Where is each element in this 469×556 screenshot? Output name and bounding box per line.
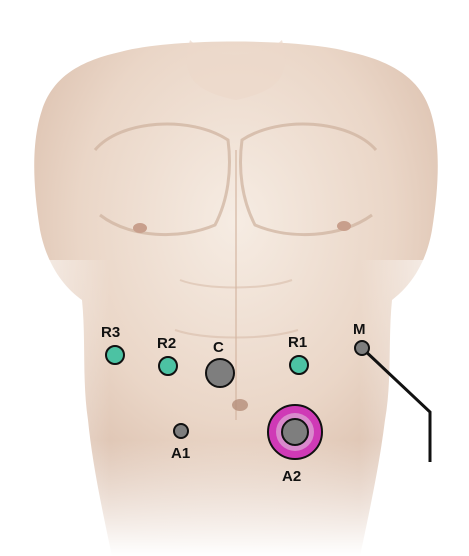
fade-right (359, 260, 469, 556)
port-label-m: M (353, 321, 366, 338)
right-nipple (337, 221, 351, 231)
port-label-r1: R1 (288, 334, 307, 351)
port-label-c: C (213, 339, 224, 356)
port-label-a1: A1 (171, 445, 190, 462)
left-nipple (133, 223, 147, 233)
navel (232, 399, 248, 411)
fade-left (0, 260, 110, 556)
port-label-r2: R2 (157, 335, 176, 352)
port-label-a2: A2 (282, 468, 301, 485)
port-label-r3: R3 (101, 324, 120, 341)
